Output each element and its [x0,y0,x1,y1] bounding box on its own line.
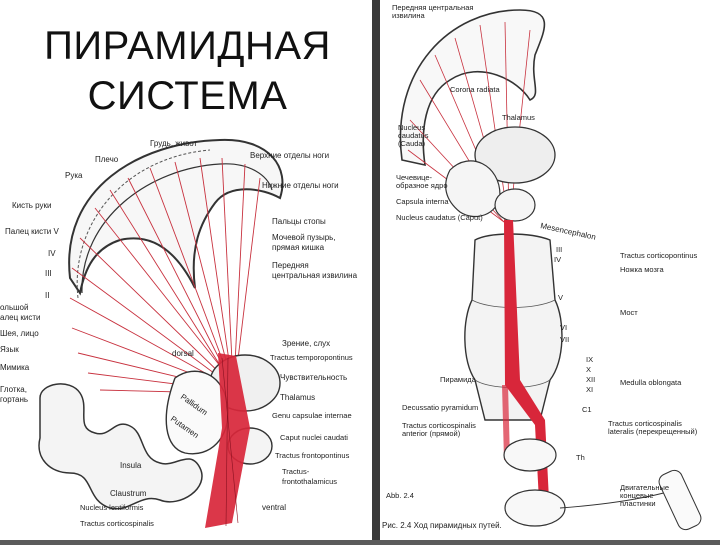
r-label-medulla: Medulla oblongata [620,378,682,387]
label-gortan: гортань [0,395,28,404]
coronal-section-illustration: Грудь, живот Плечо Рука Верхние отделы н… [0,128,372,540]
label-ventral: ventral [262,503,286,512]
r-figure-caption: Рис. 2.4 Ход пирамидных путей. [382,521,502,530]
pyramidal-pathway-illustration: Передняя центральная извилина Corona rad… [380,0,720,540]
label-ii: II [45,291,49,300]
label-lentiformis: Nucleus lentiformis [80,503,144,512]
r-label-izvilina: извилина [392,11,426,20]
label-kist: Кисть руки [12,201,52,210]
lentiform-nucleus [166,371,228,454]
label-palets-kisti: алец кисти [0,313,40,322]
label-nizh-nogi: Нижние отделы ноги [262,181,339,190]
r-nerve-ix: IX [586,355,593,364]
r-nerve-vi: VI [560,323,567,332]
label-tractus-fronto: Tractus- [282,467,310,476]
r-label-caput: Nucleus caudatus (Caput) [396,213,483,222]
r-nerve-vii: VII [560,335,569,344]
label-genu: Genu capsulae internae [272,411,352,420]
slide-title-line1: ПИРАМИДНАЯ [0,24,375,69]
r-label-capsula: Capsula interna [396,197,449,206]
label-palets-v: Палец кисти V [5,227,59,236]
label-temporopontinus: Tractus temporopontinus [270,353,353,362]
label-chuvstv: Чувствительность [280,373,347,382]
r-label-piramida: Пирамида [440,375,477,384]
r-label-lateralis2: lateralis (перекрещенный) [608,427,698,436]
r-nerve-x: X [586,365,591,374]
r-label-obraznoe: образное ядро [396,181,448,190]
label-iii: III [45,269,52,278]
r-nerve-xi: XI [586,385,593,394]
label-claustrum: Claustrum [110,489,147,498]
spinal-section-lower [505,490,565,526]
label-thalamus: Thalamus [280,393,315,402]
spinal-section-upper [504,439,556,471]
label-plecho: Плечо [95,155,119,164]
r-nerve-v: V [558,293,563,302]
label-verkh-nogi: Верхние отделы ноги [250,151,329,160]
label-iv: IV [48,249,56,258]
label-mimika: Мимика [0,363,30,372]
label-sheya: Шея, лицо [0,329,39,338]
label-grud: Грудь, живот [150,139,198,148]
r-nerve-c1: C1 [582,405,592,414]
r-label-corona: Corona radiata [450,85,500,94]
caudate-r [495,189,535,221]
label-bolshoy: ольшой [0,303,28,312]
label-corticospinalis: Tractus corticospinalis [80,519,154,528]
right-figure-panel: Передняя центральная извилина Corona rad… [380,0,720,540]
r-label-decussatio: Decussatio pyramidum [402,403,478,412]
r-nerve-xii: XII [586,375,595,384]
r-label-most: Мост [620,308,638,317]
label-pryamaya: прямая кишка [272,243,325,252]
r-label-corticopontinus: Tractus corticopontinus [620,251,698,260]
title-box: ПИРАМИДНАЯ СИСТЕМА [0,0,375,128]
r-label-abb: Abb. 2.4 [386,491,414,500]
label-zrenie: Зрение, слух [282,339,330,348]
label-frontopontinus: Tractus frontopontinus [275,451,350,460]
label-centr-izvilina: центральная извилина [272,271,358,280]
r-label-plast: пластинки [620,499,656,508]
panel-divider [372,0,380,540]
left-figure-panel: Грудь, живот Плечо Рука Верхние отделы н… [0,128,372,540]
r-label-nozhka: Ножка мозга [620,265,664,274]
r-nerve-iv: IV [554,255,561,264]
label-insula: Insula [120,461,142,470]
r-label-anterior2: anterior (прямой) [402,429,461,438]
r-nerve-th: Th [576,453,585,462]
label-mochevoy: Мочевой пузырь, [272,233,336,242]
label-caput-caudati: Caput nuclei caudati [280,433,348,442]
slide-title-line2: СИСТЕМА [0,74,375,119]
label-dorsal: dorsal [172,349,194,358]
label-frontothalamicus: frontothalamicus [282,477,337,486]
label-yazyk: Язык [0,345,19,354]
r-label-cauda: (Cauda) [398,139,426,148]
r-label-thalamus: Thalamus [502,113,535,122]
muscle-fibre [656,468,703,533]
label-glotka: Глотка, [0,385,27,394]
label-paltsy-stopy: Пальцы стопы [272,217,326,226]
label-ruka: Рука [65,171,83,180]
r-nerve-iii: III [556,245,562,254]
label-peredniya: Передняя [272,261,309,270]
